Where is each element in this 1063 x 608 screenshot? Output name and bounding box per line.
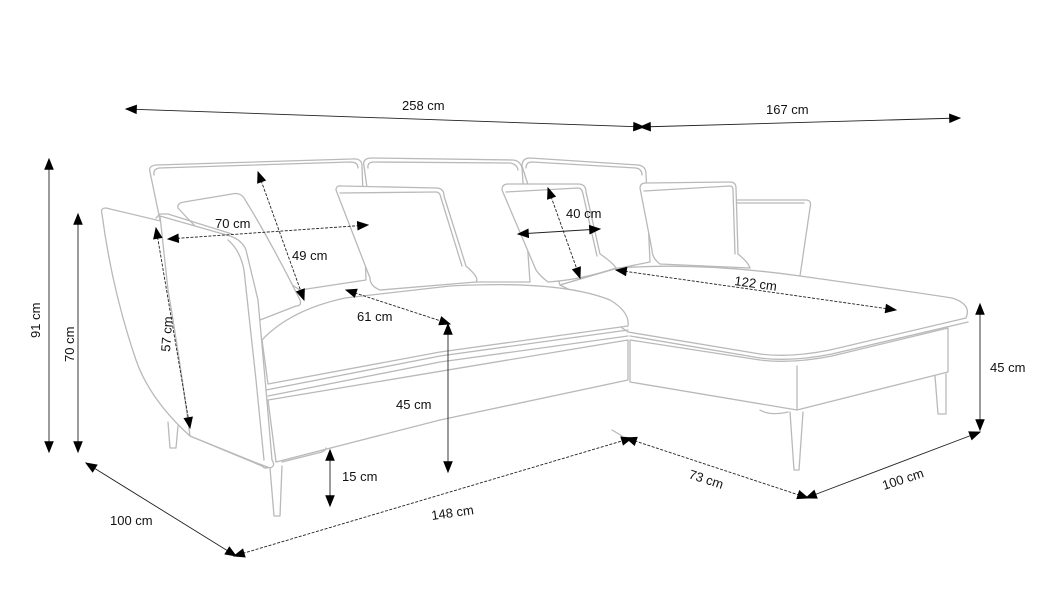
chaise-leg-mid [759, 409, 789, 415]
throw-pillow-chaise-inner [643, 185, 736, 255]
label-pillow-small-width: 40 cm [566, 206, 601, 221]
chaise-leg-front [789, 411, 804, 471]
back-cushion-chaise [731, 199, 812, 277]
dim-line-front-length [232, 436, 634, 558]
label-sofa-depth: 100 cm [110, 513, 153, 528]
dim-line-pillow-small-height [547, 186, 581, 280]
dim-line-seat-depth [344, 288, 452, 326]
dim-line-total-width [124, 104, 646, 132]
dim-line-chaise-inner-width [624, 436, 810, 500]
chaise-seat-edge [629, 321, 969, 360]
dim-line-armrest-depth [153, 226, 193, 430]
label-leg-height: 15 cm [342, 469, 377, 484]
label-total-width: 258 cm [402, 98, 445, 113]
throw-pillow-center [335, 185, 478, 291]
label-seat-depth: 61 cm [357, 309, 392, 324]
main-leg-back [167, 421, 179, 449]
label-pillow-large-height: 49 cm [292, 248, 327, 263]
label-chaise-height: 45 cm [990, 360, 1025, 375]
label-chaise-depth: 100 cm [880, 465, 925, 492]
main-leg-inner [611, 429, 623, 437]
label-pillow-large-width: 70 cm [215, 216, 250, 231]
label-chaise-inner-width: 73 cm [687, 467, 725, 492]
dim-line-sofa-depth [84, 462, 238, 557]
label-armrest-height: 70 cm [62, 327, 77, 362]
back-cushion-right-inner [525, 161, 643, 176]
chaise-leg-right [934, 373, 947, 415]
dim-line-chaise-depth [804, 431, 982, 499]
sofa-drawing [100, 157, 969, 517]
chaise-base [629, 327, 949, 411]
dim-line-pillow-large-height [257, 170, 305, 302]
back-cushion-left-inner [153, 161, 359, 176]
main-seat-edge-2 [267, 335, 629, 397]
label-front-length: 148 cm [430, 502, 474, 523]
dim-line-chaise-length-top [638, 113, 962, 132]
main-seat-edge [265, 329, 629, 391]
back-cushion-middle-inner [367, 161, 519, 171]
throw-pillow-chaise [639, 181, 751, 269]
main-leg-front [269, 465, 283, 517]
throw-pillow-center-inner [339, 191, 463, 267]
label-chaise-seat-length: 122 cm [734, 273, 778, 294]
label-chaise-length-top: 167 cm [766, 102, 809, 117]
label-total-height: 91 cm [28, 303, 43, 338]
label-seat-height: 45 cm [396, 397, 431, 412]
label-armrest-depth: 57 cm [158, 316, 175, 352]
dimension-lines [44, 104, 985, 558]
dim-line-chaise-seat-length [614, 266, 898, 314]
